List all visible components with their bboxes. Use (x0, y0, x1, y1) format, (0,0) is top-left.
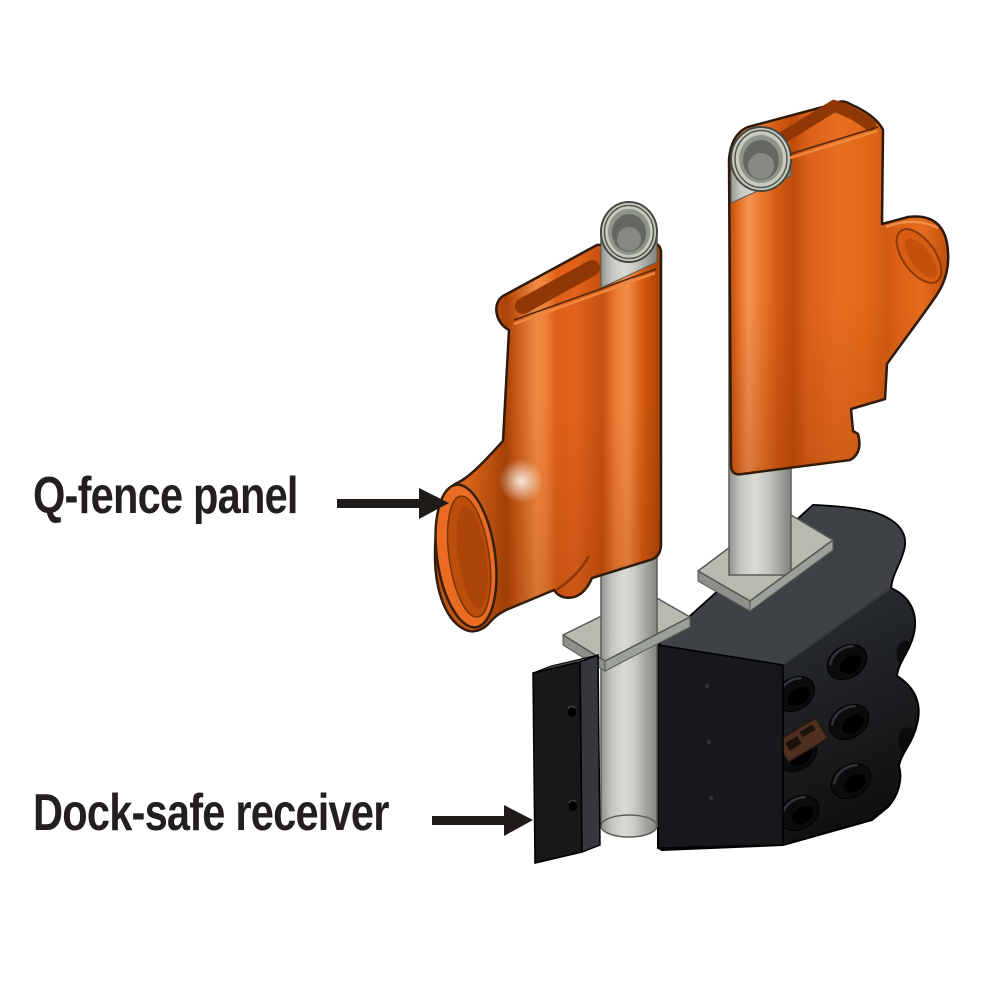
q-fence-panel-right (727, 99, 950, 476)
q-fence-panel-left (433, 241, 663, 633)
post-top-left (513, 201, 658, 326)
panel-right-elbow-end (885, 220, 943, 284)
panel-left-elbow-crease (555, 555, 591, 592)
clamp-plate-right-front-edge (697, 539, 834, 612)
mounting-plate-holes (567, 705, 577, 811)
dock-safe-receiver-label: Dock-safe receiver (33, 784, 389, 842)
receiver-front-dots (704, 683, 714, 801)
panel-left-specular-highlight (499, 459, 543, 503)
panel-left-foot-opening (434, 483, 498, 629)
panel-right-top-opening (760, 99, 876, 154)
post-top-right (730, 126, 879, 204)
q-fence-panel-arrow-icon (337, 488, 449, 519)
panel-left-top-opening (515, 260, 600, 314)
receiver-front-face (657, 644, 784, 849)
q-fence-panel-label: Q-fence panel (33, 467, 298, 525)
receiver-mounting-plate (532, 653, 601, 864)
dock-safe-receiver-arrow-icon (432, 805, 533, 836)
